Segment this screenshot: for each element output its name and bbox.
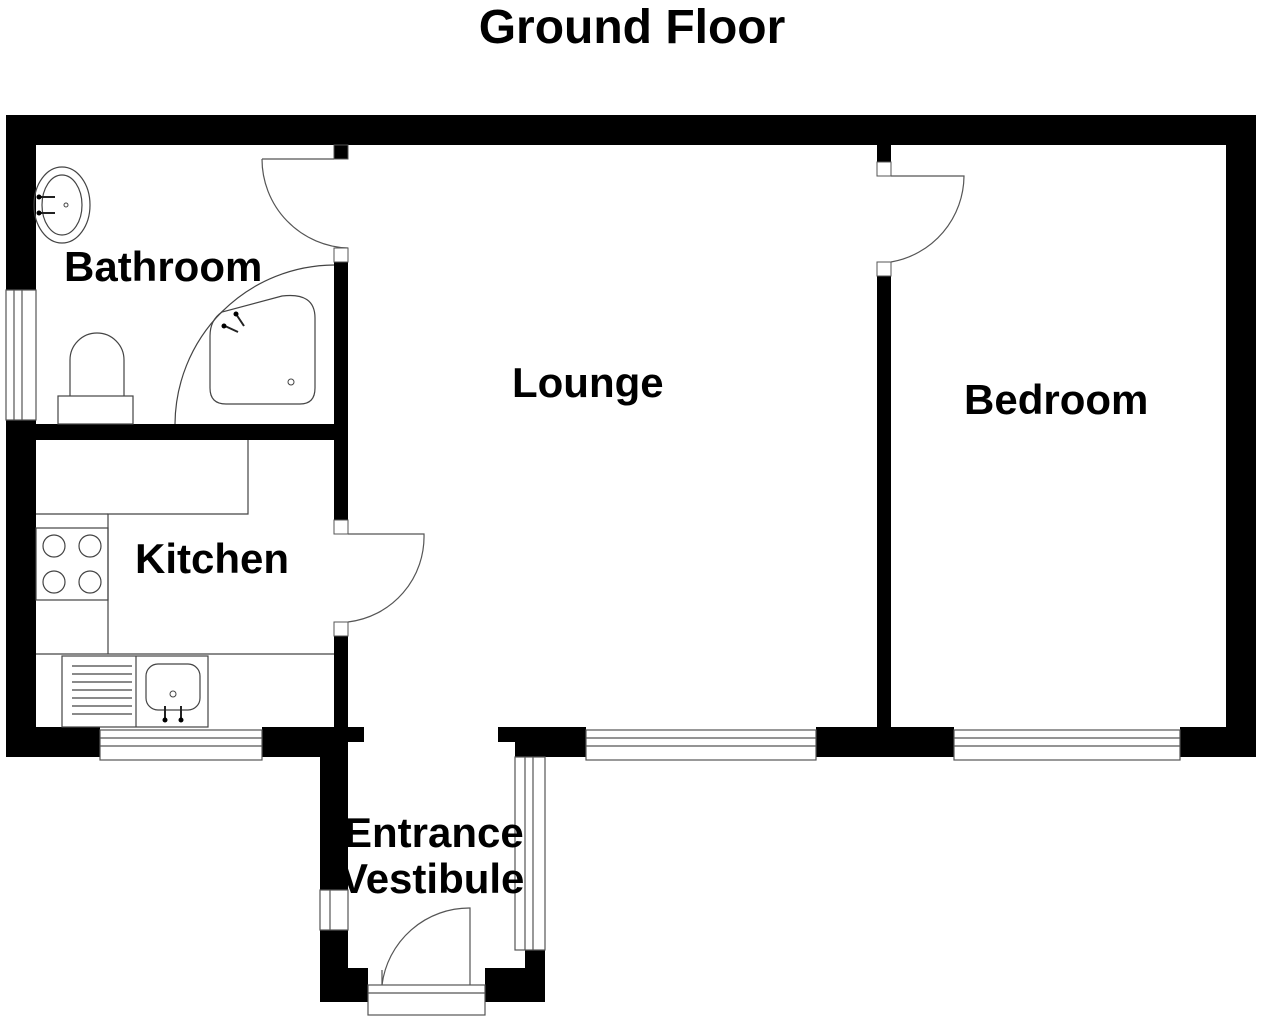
basin bbox=[33, 166, 91, 244]
room-label-bedroom: Bedroom bbox=[964, 376, 1149, 423]
interior-walls bbox=[6, 144, 891, 741]
sink bbox=[61, 655, 209, 728]
room-label-bathroom: Bathroom bbox=[64, 243, 263, 290]
bathroom-fixtures bbox=[33, 166, 335, 425]
room-label-lounge: Lounge bbox=[512, 359, 664, 406]
floor-title: Ground Floor bbox=[478, 1, 786, 54]
toilet bbox=[69, 332, 125, 396]
hob bbox=[35, 527, 109, 601]
room-label-kitchen: Kitchen bbox=[135, 535, 290, 582]
vestibule-walls bbox=[320, 742, 545, 1002]
room-label-vestibule: Vestibule bbox=[340, 855, 525, 902]
windows bbox=[5, 289, 1181, 1016]
kitchen-fixtures bbox=[35, 440, 334, 728]
doors bbox=[261, 158, 965, 986]
outer-walls bbox=[6, 115, 1256, 757]
room-label-entrance: Entrance bbox=[344, 809, 524, 856]
